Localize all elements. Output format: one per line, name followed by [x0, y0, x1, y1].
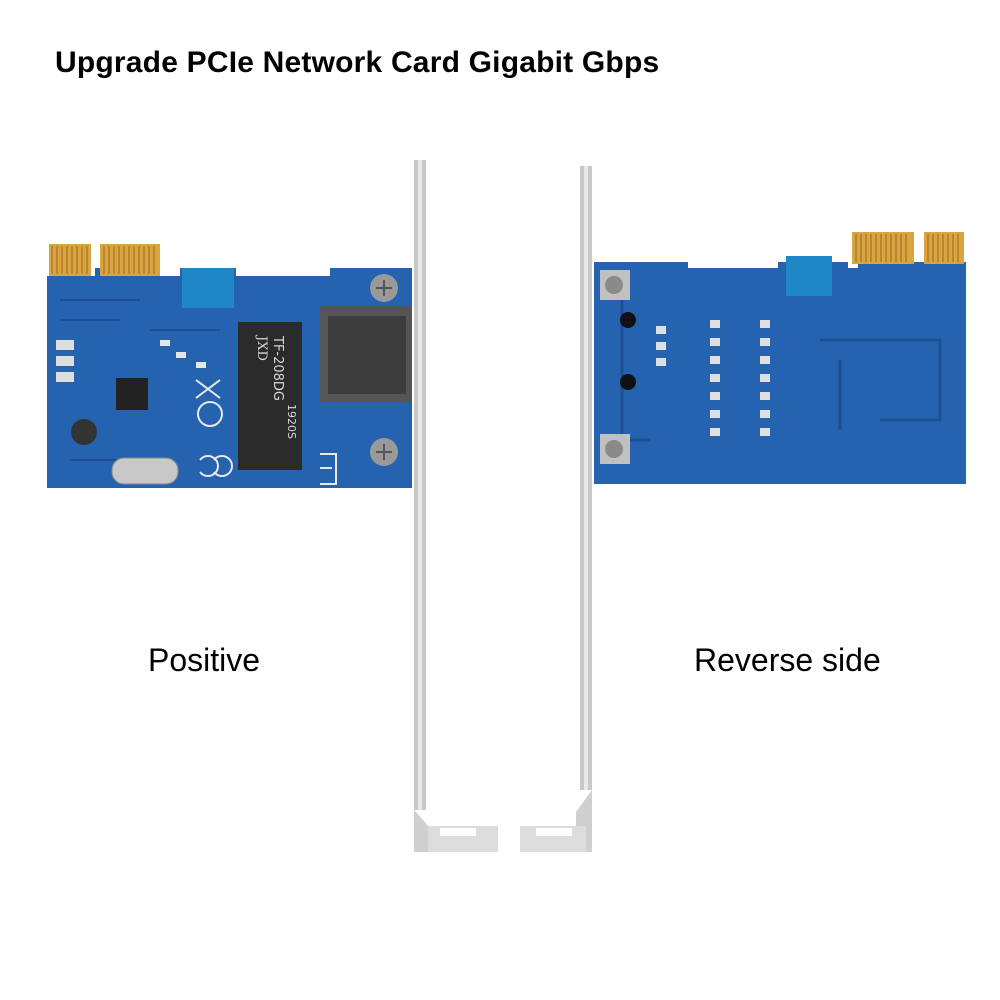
back-bracket [520, 166, 592, 852]
svg-text:1920S: 1920S [285, 404, 298, 439]
front-gold-fingers [49, 244, 160, 276]
front-transformer-chip: JXD TF-208DG 1920S [238, 322, 302, 470]
back-gold-fingers [852, 232, 964, 264]
back-caption: Reverse side [694, 642, 881, 678]
front-silkscreen-logos [195, 379, 337, 485]
front-bracket [414, 160, 498, 852]
svg-text:TF-208DG: TF-208DG [270, 335, 285, 401]
front-components [56, 340, 206, 485]
page-title: Upgrade PCIe Network Card Gigabit Gbps [55, 46, 660, 79]
front-rj45-port [320, 306, 412, 402]
back-solder-pads [656, 320, 770, 436]
front-screws [370, 274, 398, 466]
front-caption: Positive [148, 642, 261, 678]
back-pcb [594, 256, 966, 484]
svg-text:JXD: JXD [254, 334, 269, 361]
